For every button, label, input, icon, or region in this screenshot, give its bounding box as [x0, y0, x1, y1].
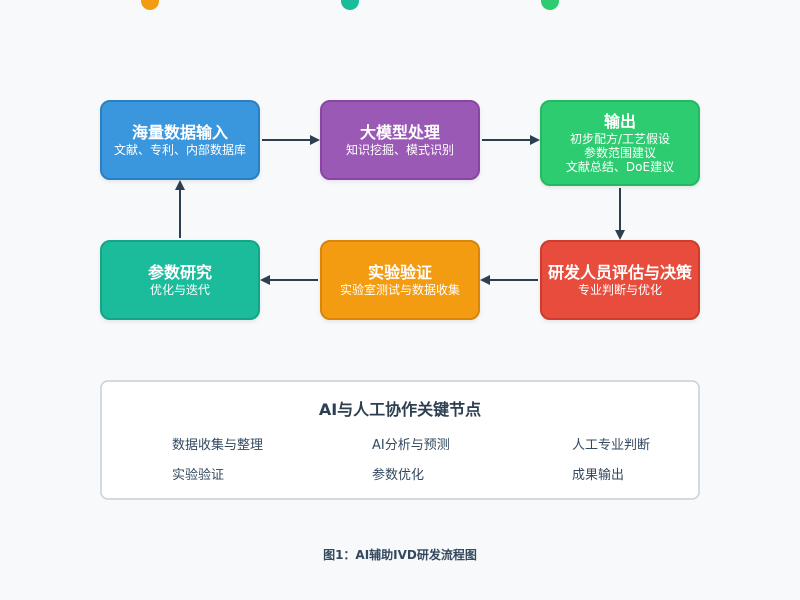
orange-dot: [141, 0, 159, 10]
step-output-title: 输出: [603, 111, 636, 131]
key-node-item: 参数优化: [372, 468, 425, 483]
step-data-input-sub: 文献、专利、内部数据库: [113, 142, 246, 157]
key-node-item: AI分析与预测: [372, 438, 450, 453]
step-decision-title: 研发人员评估与决策: [547, 262, 692, 282]
step-decision-sub: 专业判断与优化: [577, 282, 662, 297]
step-output-sub-3: 文献总结、DoE建议: [565, 159, 675, 174]
step-research-sub: 优化与迭代: [149, 282, 210, 297]
key-nodes-panel: AI与人工协作关键节点 数据收集与整理 AI分析与预测 人工专业判断 实验验证 …: [100, 380, 700, 500]
step-data-input: 海量数据输入 文献、专利、内部数据库: [100, 100, 260, 180]
step-validation-title: 实验验证: [367, 262, 432, 282]
step-output: 输出 初步配方/工艺假设 参数范围建议 文献总结、DoE建议: [540, 100, 700, 186]
step-model-processing-sub: 知识挖掘、模式识别: [345, 142, 454, 157]
teal-dot: [341, 0, 359, 10]
key-node-item: 成果输出: [572, 468, 625, 483]
step-data-input-title: 海量数据输入: [131, 122, 228, 142]
step-output-sub-2: 参数范围建议: [583, 145, 656, 160]
step-validation-sub: 实验室测试与数据收集: [339, 282, 460, 297]
key-node-item: 数据收集与整理: [172, 438, 264, 453]
key-node-item: 人工专业判断: [572, 438, 651, 453]
step-research: 参数研究 优化与迭代: [100, 240, 260, 320]
key-node-item: 实验验证: [172, 468, 225, 483]
green-dot: [541, 0, 559, 10]
step-output-sub-1: 初步配方/工艺假设: [569, 131, 671, 146]
step-decision: 研发人员评估与决策 专业判断与优化: [540, 240, 700, 320]
key-nodes-title: AI与人工协作关键节点: [318, 400, 482, 419]
figure-caption: 图1：AI辅助IVD研发流程图: [323, 548, 477, 562]
step-validation: 实验验证 实验室测试与数据收集: [320, 240, 480, 320]
step-model-processing-title: 大模型处理: [359, 122, 440, 142]
step-research-title: 参数研究: [147, 262, 212, 282]
step-model-processing: 大模型处理 知识挖掘、模式识别: [320, 100, 480, 180]
